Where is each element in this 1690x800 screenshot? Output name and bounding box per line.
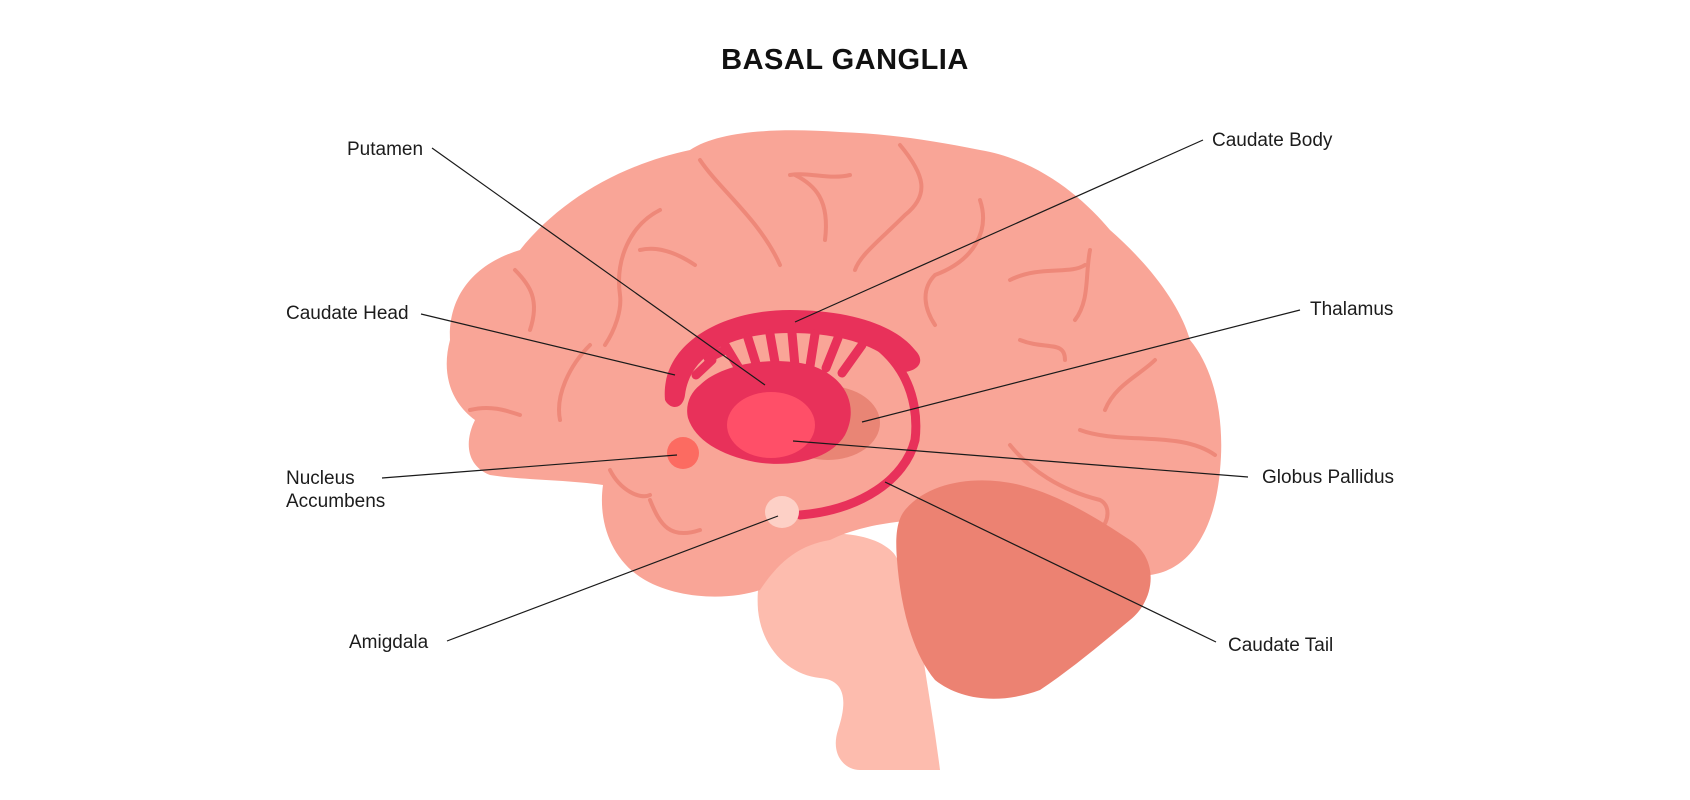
diagram-title: BASAL GANGLIA xyxy=(721,44,969,76)
label-caudate-tail: Caudate Tail xyxy=(1228,635,1333,656)
amigdala-leader-line xyxy=(446,515,779,642)
striatal-bridges xyxy=(691,328,867,380)
cerebrum xyxy=(446,130,1222,597)
caudate-head-leader-line xyxy=(420,313,676,376)
label-caudate-head: Caudate Head xyxy=(286,303,409,324)
label-caudate-body: Caudate Body xyxy=(1212,130,1333,151)
thalamus-leader-line xyxy=(861,309,1301,423)
label-nucleus-accumbens-line2: Accumbens xyxy=(286,491,385,512)
brainstem xyxy=(757,533,940,770)
amygdala xyxy=(765,496,799,528)
caudate-body xyxy=(664,310,921,407)
putamen-leader-line xyxy=(431,147,766,386)
caudate-tail-leader-line xyxy=(884,481,1217,643)
globus-pallidus xyxy=(727,392,815,458)
caudate-body-leader-line xyxy=(794,139,1204,323)
brain-folds xyxy=(468,143,1217,536)
label-globus-pallidus: Globus Pallidus xyxy=(1262,467,1394,488)
label-thalamus: Thalamus xyxy=(1310,299,1393,320)
label-nucleus-accumbens-line1: Nucleus xyxy=(286,468,355,489)
leader-lines xyxy=(381,139,1301,643)
cerebellum xyxy=(896,480,1151,699)
label-amigdala: Amigdala xyxy=(349,632,429,653)
nucleus-accumbens xyxy=(667,437,699,469)
globus-pallidus-leader-line xyxy=(792,440,1249,478)
label-putamen: Putamen xyxy=(347,139,423,160)
nucleus-accumbens-leader-line xyxy=(381,454,678,479)
